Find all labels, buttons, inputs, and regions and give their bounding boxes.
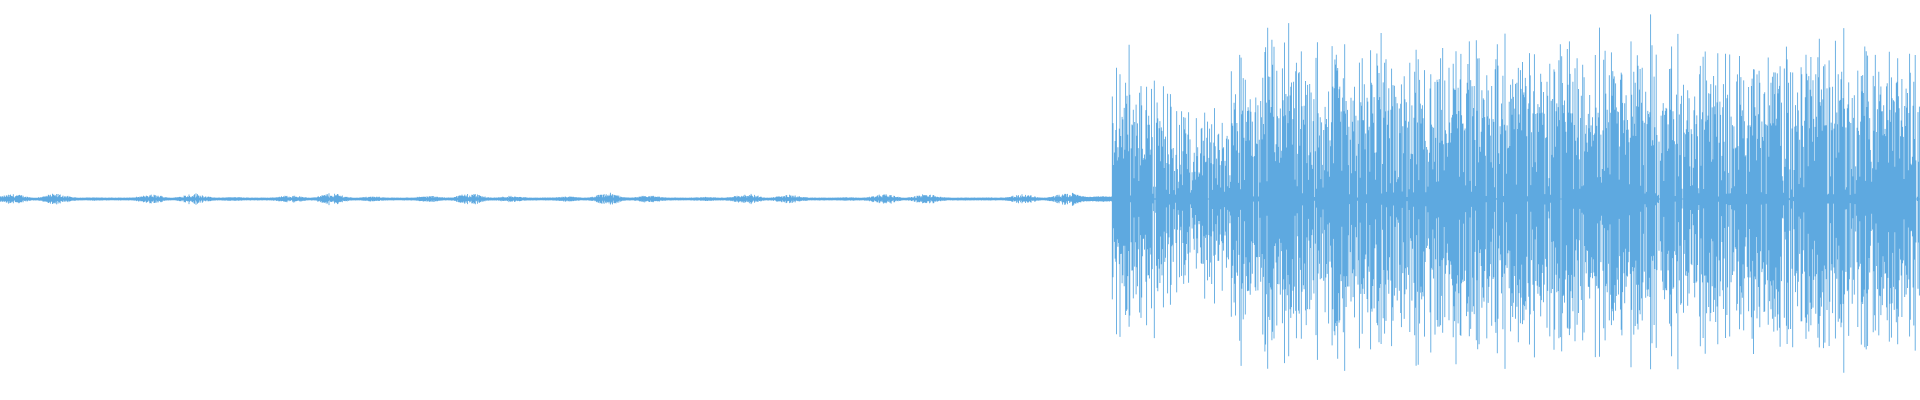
waveform-lines bbox=[0, 14, 1920, 373]
waveform-path bbox=[0, 14, 1920, 373]
